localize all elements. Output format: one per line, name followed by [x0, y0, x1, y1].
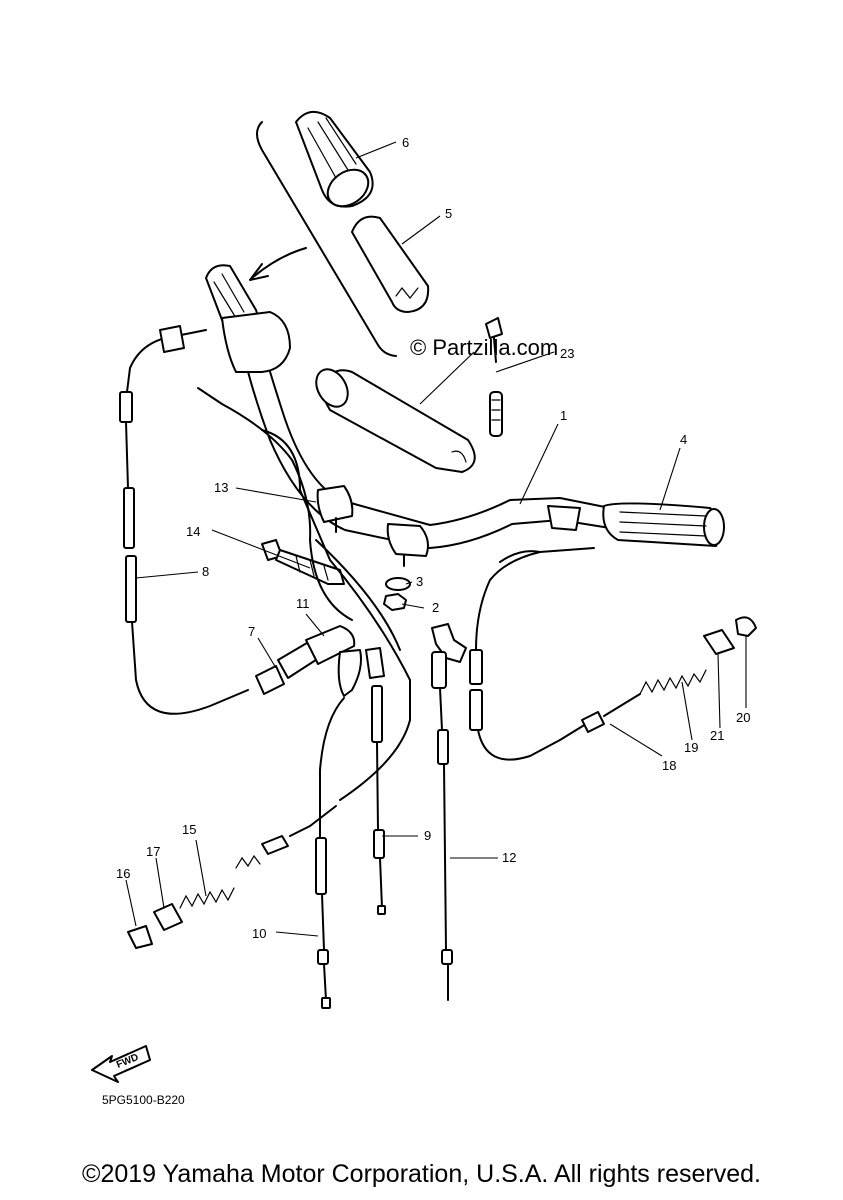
- part-11-throttle-housing[interactable]: [305, 625, 385, 697]
- callout-9: 9: [424, 828, 431, 843]
- callout-21: 21: [710, 728, 724, 743]
- callout-7: 7: [248, 624, 255, 639]
- callout-1: 1: [560, 408, 567, 423]
- part-15-spring-rod[interactable]: [179, 719, 411, 909]
- fwd-arrow-icon: FWD: [91, 1045, 151, 1083]
- grip-detail-arrow: [251, 247, 307, 279]
- callout-19: 19: [684, 740, 698, 755]
- part-4-right-grip[interactable]: [547, 502, 725, 547]
- part-10-cable[interactable]: [315, 697, 345, 1009]
- part-5-grip-sleeve[interactable]: [351, 215, 430, 313]
- callout-16: 16: [116, 866, 130, 881]
- part-17-sleeve[interactable]: [153, 903, 183, 931]
- right-cable: [469, 547, 595, 761]
- callout-12: 12: [502, 850, 516, 865]
- callout-11: 11: [296, 596, 310, 611]
- part-9-cable[interactable]: [371, 685, 386, 915]
- part-20-cap[interactable]: [735, 616, 757, 637]
- grip-detail-arrowhead: [249, 263, 269, 281]
- part-19-spring[interactable]: [639, 669, 707, 695]
- part-16-cap[interactable]: [127, 925, 153, 949]
- watermark: © Partzilla.com: [410, 335, 558, 360]
- left-grip-on-bar: [205, 264, 291, 373]
- callout-8: 8: [202, 564, 209, 579]
- part-18-cable-end[interactable]: [559, 693, 641, 741]
- callout-13: 13: [214, 480, 228, 495]
- callout-3: 3: [416, 574, 423, 589]
- callout-10: 10: [252, 926, 266, 941]
- callout-2: 2: [432, 600, 439, 615]
- handlebar-pad[interactable]: [310, 364, 476, 473]
- callout-18: 18: [662, 758, 676, 773]
- callout-numbers: 6 5 23 1 4 13 14 8 3 2 11 7 20 21 19 18 …: [116, 135, 750, 941]
- part-23-bolt[interactable]: [485, 317, 503, 437]
- throttle-cables: [197, 387, 411, 721]
- callout-5: 5: [445, 206, 452, 221]
- part-2-nut[interactable]: [383, 593, 407, 611]
- callout-15: 15: [182, 822, 196, 837]
- callout-6: 6: [402, 135, 409, 150]
- part-6-grip[interactable]: [295, 111, 375, 214]
- callout-14: 14: [186, 524, 200, 539]
- part-3-washer[interactable]: [385, 577, 411, 591]
- part-14-strap[interactable]: [261, 539, 345, 585]
- part-12-cable[interactable]: [431, 623, 467, 1001]
- part-21-sleeve[interactable]: [703, 629, 735, 655]
- callout-20: 20: [736, 710, 750, 725]
- leader-lines: [125, 141, 747, 937]
- callout-4: 4: [680, 432, 687, 447]
- grip-detail-bracket: [256, 121, 397, 357]
- part-13-clamp[interactable]: [316, 485, 429, 567]
- callout-17: 17: [146, 844, 160, 859]
- copyright-notice: ©2019 Yamaha Motor Corporation, U.S.A. A…: [82, 1160, 761, 1188]
- part-8-cable[interactable]: [119, 325, 249, 715]
- diagram-part-code: 5PG5100-B220: [102, 1093, 185, 1107]
- callout-23: 23: [560, 346, 574, 361]
